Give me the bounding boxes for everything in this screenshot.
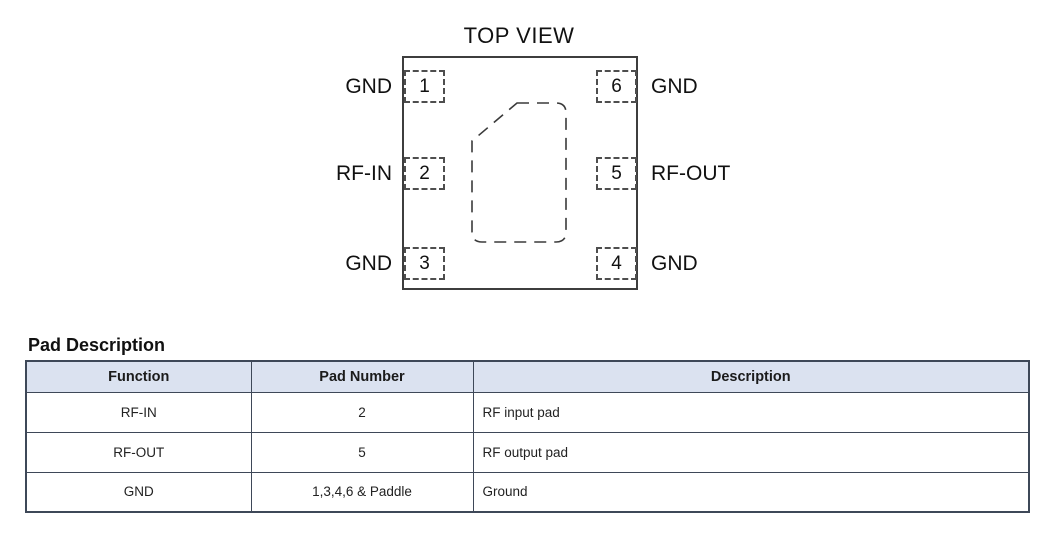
pad-1: 1 <box>404 70 445 103</box>
pad-6: 6 <box>596 70 637 103</box>
table-row: GND 1,3,4,6 & Paddle Ground <box>25 471 1030 513</box>
pad-1-number: 1 <box>419 75 430 97</box>
pin-2-label: RF-IN <box>336 162 392 185</box>
pad-3: 3 <box>404 247 445 280</box>
pad-description-table: Function Pad Number Description RF-IN 2 … <box>25 360 1030 513</box>
table-row: RF-OUT 5 RF output pad <box>25 431 1030 473</box>
package-outline-drawing <box>402 56 638 290</box>
pad-5: 5 <box>596 157 637 190</box>
pad-4-number: 4 <box>611 252 622 274</box>
cell-description: Ground <box>472 471 1030 513</box>
cell-description: RF input pad <box>472 391 1030 433</box>
pin-5-label: RF-OUT <box>651 162 731 185</box>
exposed-paddle-outline <box>471 102 567 243</box>
pad-4: 4 <box>596 247 637 280</box>
cell-function: GND <box>25 471 252 513</box>
header-pad-number: Pad Number <box>250 360 474 393</box>
pad-5-number: 5 <box>611 162 622 184</box>
header-function: Function <box>25 360 252 393</box>
pin-4-label: GND <box>651 252 698 275</box>
table-row: RF-IN 2 RF input pad <box>25 391 1030 433</box>
diagram-title: TOP VIEW <box>463 23 575 48</box>
pin-3-label: GND <box>345 252 392 275</box>
table-title: Pad Description <box>28 335 166 355</box>
cell-pad-number: 5 <box>250 431 474 473</box>
pad-6-number: 6 <box>611 75 622 97</box>
header-description: Description <box>472 360 1030 393</box>
package-body-outline <box>402 56 638 290</box>
cell-pad-number: 2 <box>250 391 474 433</box>
pin-6-label: GND <box>651 75 698 98</box>
cell-function: RF-IN <box>25 391 252 433</box>
pad-2-number: 2 <box>419 162 430 184</box>
pad-3-number: 3 <box>419 252 430 274</box>
cell-description: RF output pad <box>472 431 1030 473</box>
cell-function: RF-OUT <box>25 431 252 473</box>
pad-2: 2 <box>404 157 445 190</box>
table-header-row: Function Pad Number Description <box>25 360 1030 393</box>
cell-pad-number: 1,3,4,6 & Paddle <box>250 471 474 513</box>
pin-1-label: GND <box>345 75 392 98</box>
